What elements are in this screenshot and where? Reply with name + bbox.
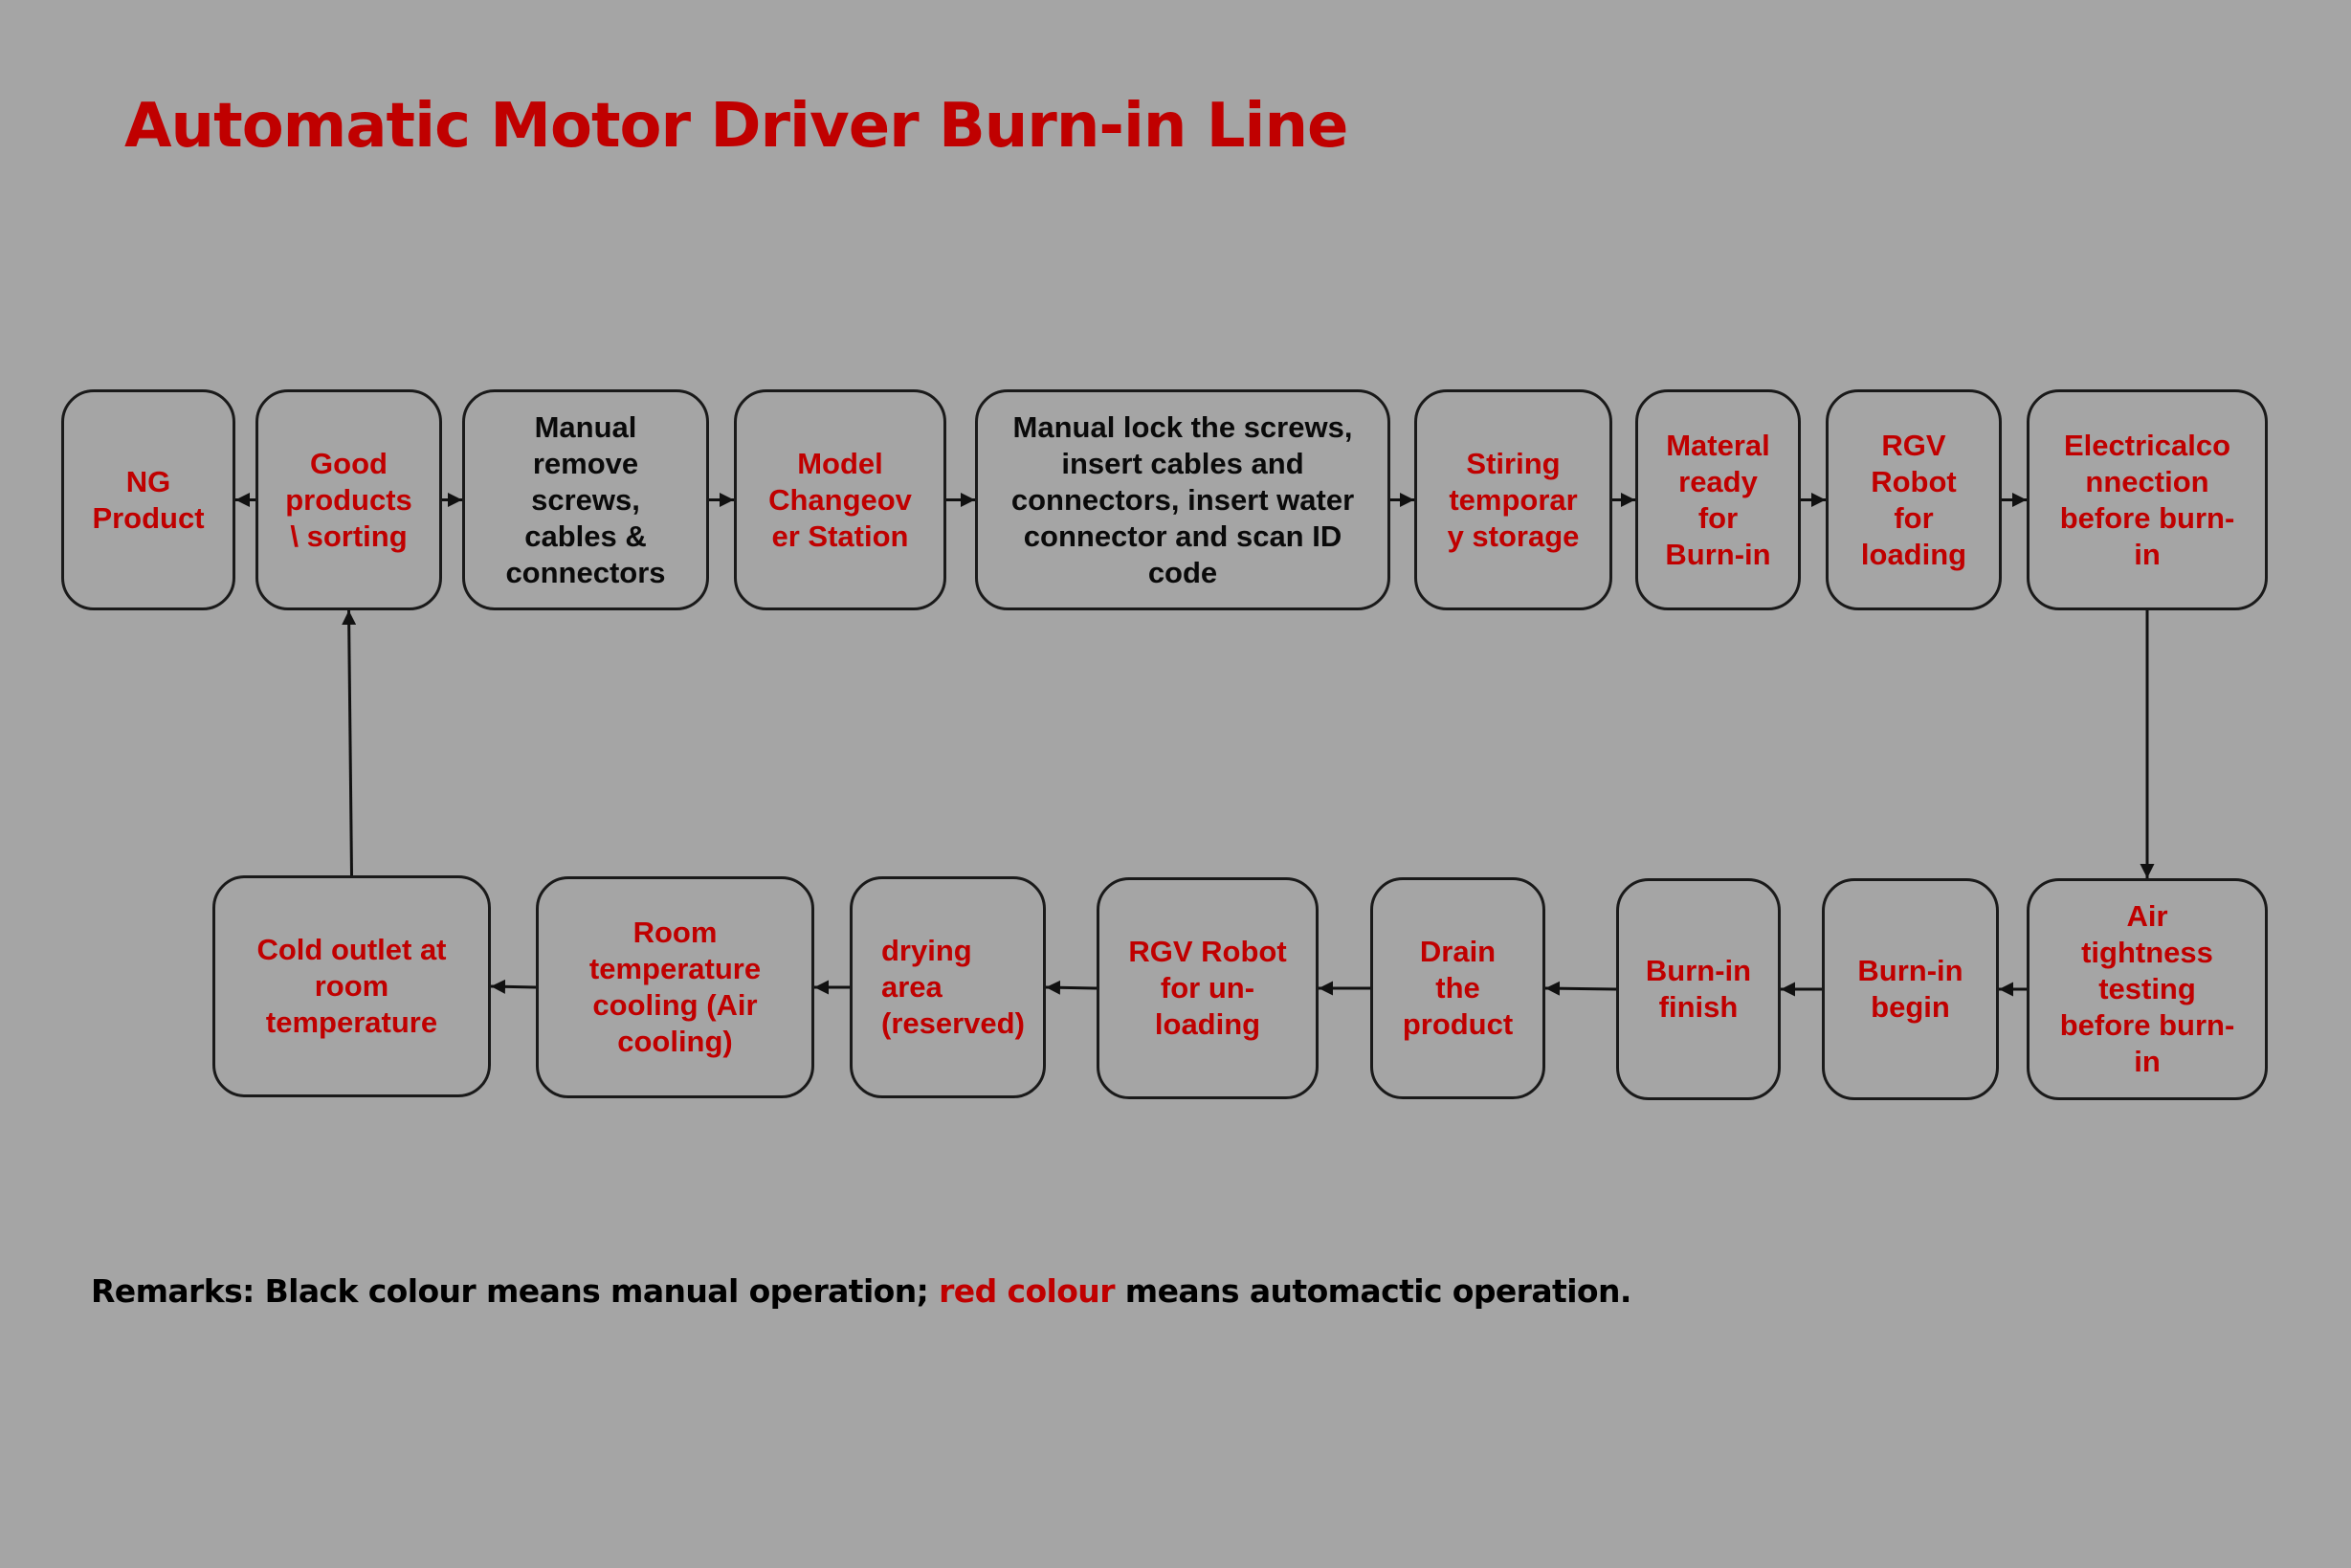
flow-arrow-room-temp-cooling-to-cold-outlet <box>490 979 537 994</box>
remarks-legend: Remarks: Black colour means manual opera… <box>91 1272 1631 1310</box>
remarks-suffix: means automactic operation. <box>1114 1272 1632 1310</box>
step-ng-product: NG Product <box>61 389 235 610</box>
step-manual-remove: Manual remove screws, cables & connector… <box>462 389 709 610</box>
step-burn-in-begin: Burn-in begin <box>1822 878 1999 1100</box>
diagram-title: Automatic Motor Driver Burn-in Line <box>124 91 1348 162</box>
step-material-ready: Materal ready for Burn-in <box>1635 389 1801 610</box>
flow-arrow-burn-in-finish-to-drain-product <box>1544 981 1617 996</box>
step-air-tightness: Air tightness testing before burn- in <box>2027 878 2268 1100</box>
remarks-prefix: Remarks: Black colour means manual opera… <box>91 1272 940 1310</box>
step-manual-lock: Manual lock the screws, insert cables an… <box>975 389 1390 610</box>
step-good-products-sorting: Good products \ sorting <box>255 389 442 610</box>
step-cold-outlet: Cold outlet at room temperature <box>212 875 491 1097</box>
step-electrical-connection: Electricalco nnection before burn- in <box>2027 389 2268 610</box>
step-rgv-loading: RGV Robot for loading <box>1826 389 2002 610</box>
step-drying-area: drying area (reserved) <box>850 876 1046 1098</box>
step-model-changeover: Model Changeov er Station <box>734 389 946 610</box>
remarks-highlight: red colour <box>939 1272 1115 1310</box>
step-room-temp-cooling: Room temperature cooling (Air cooling) <box>536 876 814 1098</box>
step-burn-in-finish: Burn-in finish <box>1616 878 1781 1100</box>
step-drain-product: Drain the product <box>1370 877 1545 1099</box>
flow-arrow-rgv-unloading-to-drying-area <box>1045 980 1098 995</box>
flow-arrow-cold-outlet-to-good-products-sorting <box>342 609 357 876</box>
step-stiring-storage: Stiring temporar y storage <box>1414 389 1612 610</box>
step-rgv-unloading: RGV Robot for un- loading <box>1097 877 1319 1099</box>
